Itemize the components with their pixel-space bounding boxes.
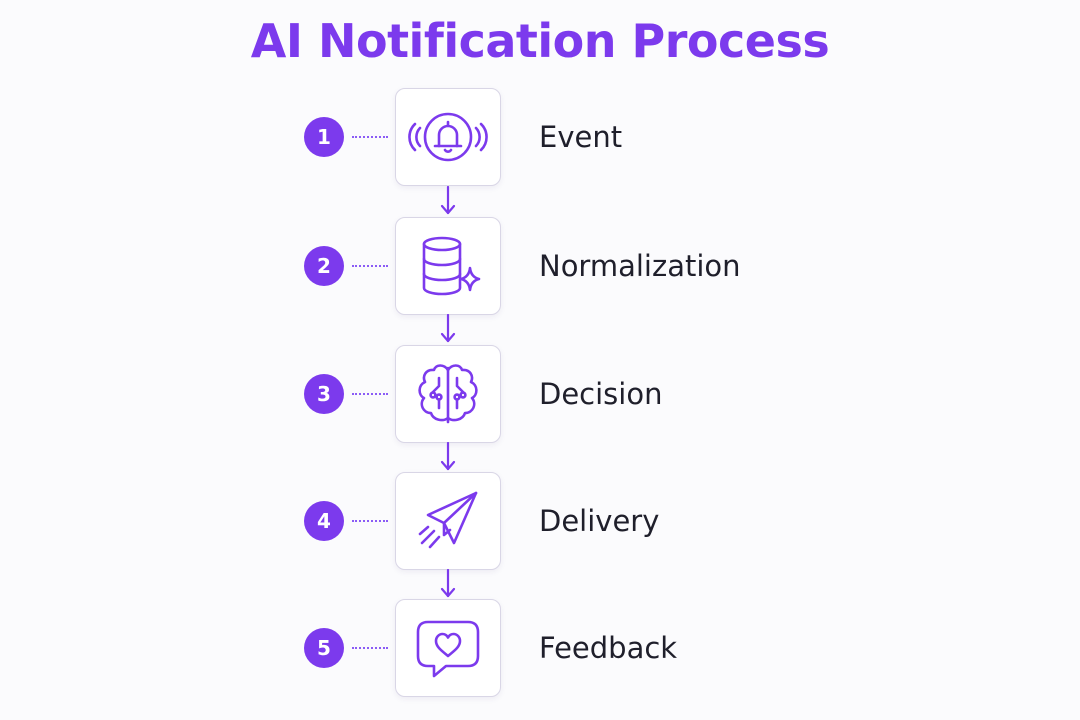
step-icon-box xyxy=(395,345,501,443)
dotted-connector xyxy=(352,647,388,649)
step-icon-box xyxy=(395,472,501,570)
paper-plane-icon xyxy=(418,491,478,549)
step-number-badge: 4 xyxy=(304,501,344,541)
database-sparkle-icon xyxy=(422,236,481,296)
brain-circuit-icon xyxy=(418,364,478,424)
dotted-connector xyxy=(352,520,388,522)
dotted-connector xyxy=(352,393,388,395)
step-2: 2 Normalization xyxy=(0,217,1080,315)
step-number-badge: 5 xyxy=(304,628,344,668)
step-number-badge: 1 xyxy=(304,117,344,157)
step-icon-box xyxy=(395,217,501,315)
step-icon-box xyxy=(395,88,501,186)
dotted-connector xyxy=(352,265,388,267)
step-label: Normalization xyxy=(539,249,741,283)
step-4: 4 Delivery xyxy=(0,472,1080,570)
step-number-badge: 3 xyxy=(304,374,344,414)
down-arrow-connector xyxy=(440,442,456,472)
step-label: Delivery xyxy=(539,504,660,538)
step-label: Feedback xyxy=(539,631,678,665)
bell-ringing-icon xyxy=(408,112,488,162)
step-label: Event xyxy=(539,120,623,154)
step-icon-box xyxy=(395,599,501,697)
down-arrow-connector xyxy=(440,186,456,216)
page-title: AI Notification Process xyxy=(250,14,830,68)
step-number-badge: 2 xyxy=(304,246,344,286)
step-5: 5 Feedback xyxy=(0,599,1080,697)
step-label: Decision xyxy=(539,377,663,411)
step-1: 1 Event xyxy=(0,88,1080,186)
dotted-connector xyxy=(352,136,388,138)
down-arrow-connector xyxy=(440,314,456,344)
step-3: 3 Decision xyxy=(0,345,1080,443)
chat-heart-icon xyxy=(416,620,480,678)
down-arrow-connector xyxy=(440,569,456,599)
